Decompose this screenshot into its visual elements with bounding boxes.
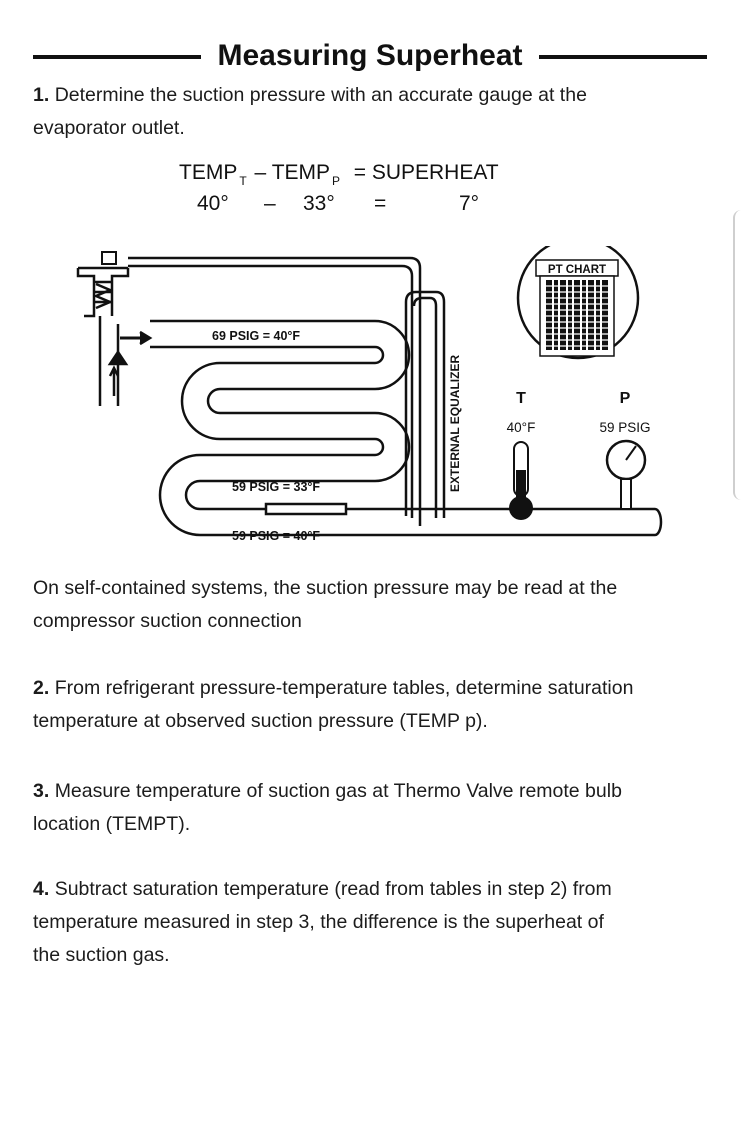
equalizer-tube-inner — [412, 296, 438, 518]
step-text: the suction gas. — [33, 944, 170, 966]
step-1: 1. Determine the suction pressure with a… — [33, 79, 708, 145]
formula-superheat: SUPERHEAT — [371, 161, 499, 184]
formula-temp-p: TEMP — [271, 161, 331, 184]
page-title: Measuring Superheat — [215, 39, 525, 72]
remote-bulb — [264, 502, 348, 516]
capillary-tube — [128, 256, 422, 526]
step-text: temperature at observed suction pressure… — [33, 710, 488, 732]
step-number: 1. — [33, 84, 50, 106]
formula-value-result: 7° — [459, 192, 480, 215]
label-69-psig: 69 PSIG = 40°F — [212, 329, 300, 343]
formula-value-equals: = — [374, 192, 387, 215]
valve-cap — [101, 251, 117, 265]
capillary-tube-inner — [128, 264, 414, 518]
pressure-gauge-icon — [605, 439, 647, 510]
gauge-value: 59 PSIG — [599, 420, 650, 435]
thermometer-t-label: T — [516, 390, 526, 407]
formula-minus: – — [254, 161, 267, 184]
title-rule-left — [33, 55, 201, 59]
step-number: 4. — [33, 878, 50, 900]
formula-value-p: 33° — [303, 192, 335, 215]
formula-sub-p: P — [332, 174, 341, 188]
note-self-contained: On self-contained systems, the suction p… — [33, 572, 708, 638]
formula-value-t: 40° — [197, 192, 229, 215]
title-rule-right — [539, 55, 707, 59]
gauge-p-label: P — [620, 390, 631, 407]
step-text: evaporator outlet. — [33, 117, 185, 139]
formula-equals: = — [353, 161, 366, 184]
page-edge — [733, 210, 743, 500]
expansion-valve — [76, 266, 153, 406]
thermometer-icon — [509, 441, 533, 520]
external-equalizer-label: EXTERNAL EQUALIZER — [448, 355, 462, 492]
formula-temp-t: TEMP — [179, 161, 238, 184]
formula-values: 40° – 33° = 7° — [0, 192, 743, 216]
step-text: temperature measured in step 3, the diff… — [33, 911, 604, 933]
label-59-psig-40: 59 PSIG = 40°F — [232, 529, 320, 543]
step-2: 2. From refrigerant pressure-temperature… — [33, 672, 708, 738]
formula-value-minus: – — [264, 192, 276, 215]
step-text: Measure temperature of suction gas at Th… — [54, 780, 622, 802]
note-text: On self-contained systems, the suction p… — [33, 577, 618, 599]
pt-chart: PT CHART — [516, 246, 640, 360]
superheat-diagram: PT CHART 69 PSIG = 40°F 59 PSIG = 33° — [76, 246, 663, 543]
step-text: Subtract saturation temperature (read fr… — [54, 878, 612, 900]
step-3: 3. Measure temperature of suction gas at… — [33, 775, 708, 841]
step-number: 3. — [33, 780, 50, 802]
step-number: 2. — [33, 677, 50, 699]
step-4: 4. Subtract saturation temperature (read… — [33, 873, 708, 972]
step-text: Determine the suction pressure with an a… — [54, 84, 587, 106]
step-text: location (TEMPT). — [33, 813, 191, 835]
note-text: compressor suction connection — [33, 610, 302, 632]
pt-chart-label: PT CHART — [548, 264, 606, 276]
formula-sub-t: T — [239, 174, 247, 188]
equalizer-tube — [404, 290, 446, 518]
step-text: From refrigerant pressure-temperature ta… — [54, 677, 634, 699]
title-bar: Measuring Superheat — [33, 36, 707, 76]
thermometer-value: 40°F — [507, 420, 536, 435]
label-59-psig-33: 59 PSIG = 33°F — [232, 480, 320, 494]
